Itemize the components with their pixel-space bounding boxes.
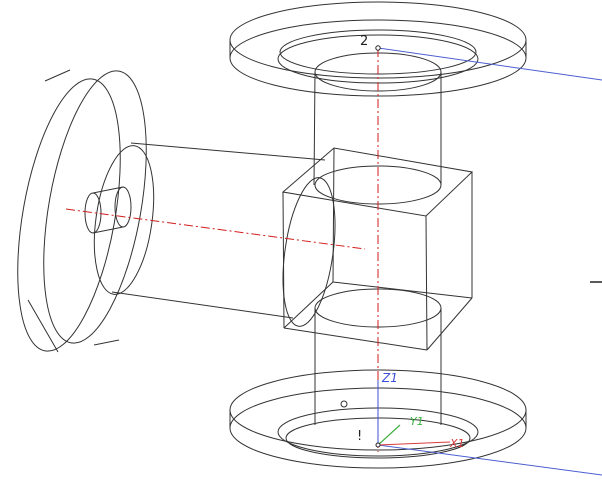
leader-lines bbox=[377, 47, 602, 476]
horizontal-branch-pipe bbox=[93, 142, 336, 327]
horizontal-center-line bbox=[65, 208, 366, 250]
csys-z-label: Z1 bbox=[381, 371, 398, 385]
coordinate-system-1[interactable]: Z1 Y1 X1 ! bbox=[357, 371, 465, 450]
center-lines bbox=[65, 48, 379, 452]
csys-y-axis bbox=[377, 424, 401, 446]
marker-label: ! bbox=[357, 429, 362, 444]
csys-y-label: Y1 bbox=[410, 415, 424, 428]
leader-line-bottom bbox=[377, 444, 602, 476]
leader-line-top bbox=[377, 47, 602, 81]
left-shaft-boss bbox=[84, 186, 132, 234]
point-2-marker[interactable]: 2 bbox=[360, 34, 381, 51]
pipe-tee-wireframe-model[interactable] bbox=[0, 1, 527, 469]
point-label-2: 2 bbox=[360, 34, 368, 49]
csys-x-label: X1 bbox=[449, 437, 465, 450]
csys-x-axis bbox=[377, 441, 451, 446]
left-flange bbox=[17, 69, 147, 353]
